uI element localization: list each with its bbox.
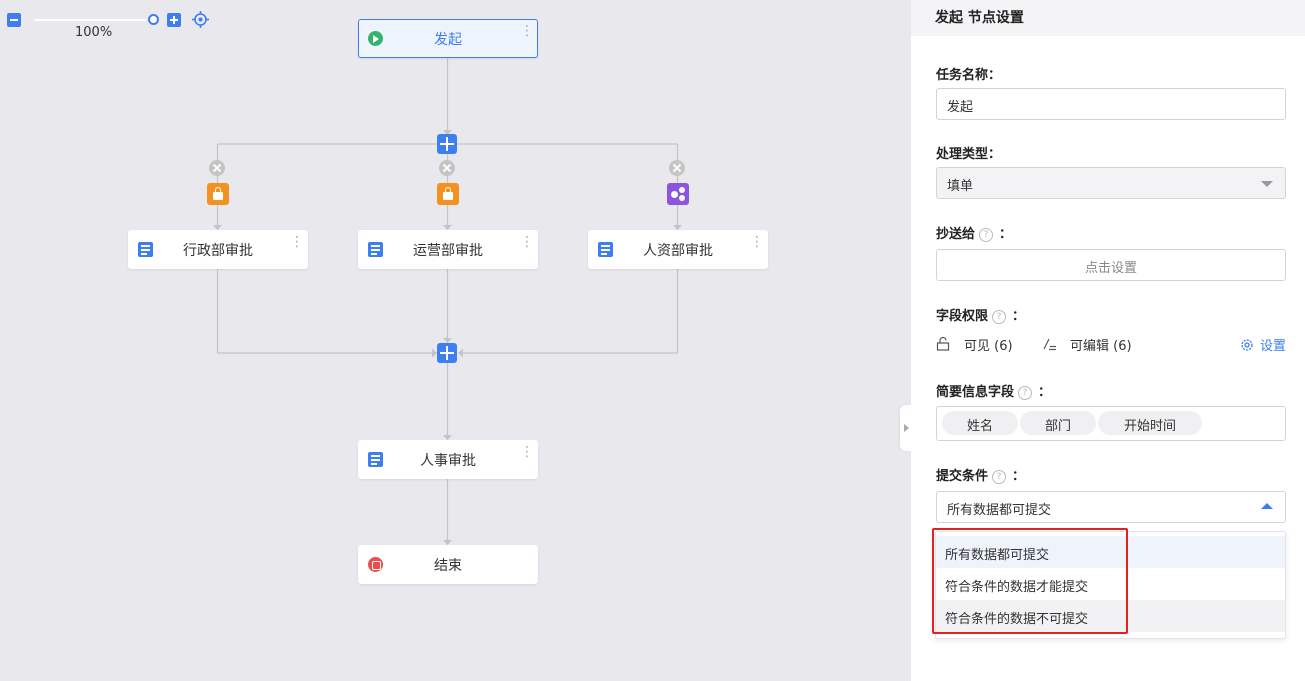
more-icon[interactable]: ⋮	[520, 23, 534, 39]
form-doc-icon	[368, 242, 383, 257]
more-icon[interactable]: ⋮	[520, 444, 534, 460]
panel-title: 发起 节点设置	[911, 0, 1305, 36]
locate-icon[interactable]	[192, 11, 209, 28]
unlock-icon	[936, 337, 950, 351]
branch-condition-share-icon[interactable]	[667, 183, 689, 205]
start-node-label: 发起	[434, 32, 462, 48]
approval-node-label: 运营部审批	[413, 243, 483, 259]
dropdown-option[interactable]: 符合条件的数据才能提交	[945, 580, 1089, 595]
zoom-value: 100%	[75, 25, 113, 40]
branch-condition-lock-icon[interactable]	[207, 183, 229, 205]
field-tag[interactable]: 姓名	[942, 411, 1018, 435]
field-permissions-row: 可见 (6) 可编辑 (6) 设置	[936, 335, 1286, 355]
form-doc-icon	[368, 452, 383, 467]
dropdown-option[interactable]: 所有数据都可提交	[936, 536, 1285, 568]
zoom-slider-track[interactable]	[34, 19, 146, 21]
chevron-up-icon	[1261, 503, 1273, 509]
task-name-label: 任务名称：	[936, 68, 1002, 83]
branch-condition-lock-icon[interactable]	[437, 183, 459, 205]
help-icon[interactable]: ?	[992, 310, 1007, 324]
summary-fields-label: 简要信息字段?：	[936, 385, 1052, 400]
permission-settings-link[interactable]: 设置	[1240, 335, 1286, 354]
flow-canvas[interactable]: 100% 发起	[0, 0, 912, 681]
more-icon[interactable]: ⋮	[750, 234, 764, 250]
submit-condition-label: 提交条件?：	[936, 469, 1026, 484]
field-permissions-label: 字段权限?：	[936, 309, 1026, 324]
visible-count: 可见 (6)	[964, 339, 1013, 354]
help-icon[interactable]: ?	[1018, 386, 1033, 400]
help-icon[interactable]: ?	[979, 228, 994, 242]
zoom-in-button[interactable]	[167, 13, 181, 27]
merge-add-button[interactable]	[437, 343, 457, 363]
cc-label: 抄送给?：	[936, 227, 1013, 242]
editable-count: 可编辑 (6)	[1070, 339, 1132, 354]
zoom-toolbar: 100%	[7, 11, 212, 41]
more-icon[interactable]: ⋮	[290, 234, 304, 250]
approval-node-label: 行政部审批	[183, 243, 253, 259]
chevron-down-icon	[1261, 181, 1273, 187]
stop-icon	[368, 557, 383, 572]
summary-fields-box[interactable]: 姓名部门开始时间	[936, 406, 1286, 441]
submit-condition-dropdown: 所有数据都可提交 符合条件的数据才能提交 符合条件的数据不可提交	[935, 531, 1286, 639]
form-doc-icon	[138, 242, 153, 257]
delete-branch-icon[interactable]	[209, 160, 225, 176]
form-doc-icon	[598, 242, 613, 257]
field-tag[interactable]: 开始时间	[1098, 411, 1202, 435]
add-branch-button[interactable]	[437, 134, 457, 154]
approval-node-admin[interactable]: 行政部审批 ⋮	[128, 230, 308, 269]
more-icon[interactable]: ⋮	[520, 234, 534, 250]
process-type-select[interactable]: 填单	[936, 167, 1286, 199]
cc-set-button[interactable]: 点击设置	[936, 249, 1286, 281]
start-node[interactable]: 发起 ⋮	[358, 19, 538, 58]
play-icon	[368, 31, 383, 46]
process-type-label: 处理类型：	[936, 147, 1002, 162]
end-node[interactable]: 结束	[358, 545, 538, 584]
approval-node-hr[interactable]: 人资部审批 ⋮	[588, 230, 768, 269]
gear-icon	[1241, 339, 1253, 351]
zoom-out-button[interactable]	[7, 13, 21, 27]
zoom-slider-handle[interactable]	[148, 14, 159, 25]
approval-node-label: 人事审批	[420, 453, 476, 469]
collapse-panel-toggle[interactable]	[900, 405, 912, 451]
delete-branch-icon[interactable]	[669, 160, 685, 176]
submit-condition-select[interactable]: 所有数据都可提交	[936, 491, 1286, 523]
field-tag[interactable]: 部门	[1020, 411, 1096, 435]
delete-branch-icon[interactable]	[439, 160, 455, 176]
submit-condition-value: 所有数据都可提交	[947, 503, 1052, 518]
approval-node-operations[interactable]: 运营部审批 ⋮	[358, 230, 538, 269]
dropdown-option[interactable]: 符合条件的数据不可提交	[936, 600, 1285, 632]
approval-node-personnel[interactable]: 人事审批 ⋮	[358, 440, 538, 479]
process-type-value: 填单	[947, 179, 974, 194]
help-icon[interactable]: ?	[992, 470, 1007, 484]
task-name-input[interactable]: 发起	[936, 88, 1286, 120]
end-node-label: 结束	[434, 558, 462, 574]
edit-icon	[1043, 338, 1056, 351]
approval-node-label: 人资部审批	[643, 243, 713, 259]
